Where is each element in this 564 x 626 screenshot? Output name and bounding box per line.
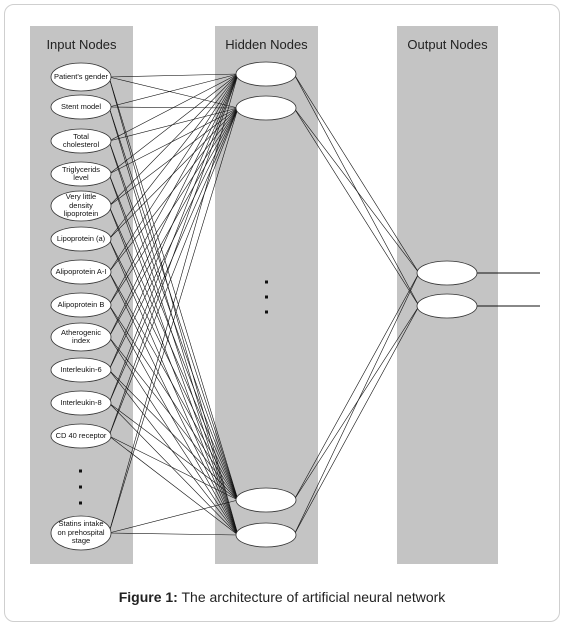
caption-text: The architecture of artificial neural ne… xyxy=(177,589,446,605)
edge-input-hidden xyxy=(108,238,239,501)
edge-hidden-output xyxy=(293,305,420,501)
edge-input-hidden xyxy=(108,173,239,501)
input-node xyxy=(50,259,112,285)
edge-input-hidden xyxy=(108,336,239,501)
edge-input-hidden xyxy=(108,73,239,306)
caption-label: Figure 1: xyxy=(118,589,178,605)
output-node xyxy=(416,260,478,286)
input-node xyxy=(50,423,112,449)
figure-caption: Figure 1: The architecture of artificial… xyxy=(0,589,564,605)
hidden-node xyxy=(235,522,297,548)
input-node xyxy=(50,226,112,252)
edge-hidden-output xyxy=(293,73,420,307)
edge-hidden-output xyxy=(293,305,420,536)
input-node xyxy=(50,322,112,352)
hidden-ellipsis-dot xyxy=(265,280,268,284)
edge-input-hidden xyxy=(108,73,239,273)
edge-input-hidden xyxy=(108,205,239,536)
input-node xyxy=(50,515,112,551)
input-ellipsis-dot xyxy=(79,485,82,489)
edge-input-hidden xyxy=(108,402,239,536)
hidden-node xyxy=(235,61,297,87)
edge-input-hidden xyxy=(108,76,239,109)
edge-input-hidden xyxy=(108,73,239,404)
edge-input-hidden xyxy=(108,107,239,207)
hidden-ellipsis-dot xyxy=(265,295,268,299)
edge-hidden-output xyxy=(293,73,420,274)
edge-input-hidden xyxy=(108,140,239,536)
edge-input-hidden xyxy=(108,435,239,501)
edge-hidden-output xyxy=(293,272,420,536)
hidden-node xyxy=(235,95,297,121)
edge-input-hidden xyxy=(108,402,239,501)
edge-input-hidden xyxy=(108,271,239,536)
edge-input-hidden xyxy=(108,173,239,536)
input-ellipsis-dot xyxy=(79,501,82,505)
edge-input-hidden xyxy=(108,73,239,338)
edge-input-hidden xyxy=(108,73,239,78)
edge-input-hidden xyxy=(108,304,239,501)
input-ellipsis-dot xyxy=(79,469,82,473)
edge-input-hidden xyxy=(108,435,239,536)
edge-input-hidden xyxy=(108,76,239,536)
edge-hidden-output xyxy=(293,272,420,501)
hidden-node xyxy=(235,487,297,513)
edge-input-hidden xyxy=(108,107,239,175)
edge-hidden-output xyxy=(293,107,420,274)
input-node xyxy=(50,190,112,222)
edge-hidden-output xyxy=(293,107,420,307)
edge-input-hidden xyxy=(108,73,239,437)
edge-input-hidden xyxy=(108,73,239,534)
edge-input-hidden xyxy=(108,107,239,437)
edge-input-hidden xyxy=(108,73,239,142)
edge-input-hidden xyxy=(108,369,239,501)
edge-input-hidden xyxy=(108,271,239,501)
input-node xyxy=(50,357,112,383)
input-node xyxy=(50,62,112,92)
ellipsis-dots xyxy=(79,280,268,505)
hidden-nodes-title: Hidden Nodes xyxy=(225,37,308,52)
hidden-ellipsis-dot xyxy=(265,310,268,314)
input-node xyxy=(50,94,112,120)
edge-input-hidden xyxy=(108,76,239,501)
output-node xyxy=(416,293,478,319)
edge-input-hidden xyxy=(108,73,239,108)
edge-input-hidden xyxy=(108,107,239,306)
edge-input-hidden xyxy=(108,73,239,240)
nodes xyxy=(50,61,478,551)
output-nodes-title: Output Nodes xyxy=(407,37,488,52)
input-node xyxy=(50,390,112,416)
edge-input-hidden xyxy=(108,532,239,536)
input-node xyxy=(50,161,112,187)
input-node xyxy=(50,292,112,318)
edge-input-hidden xyxy=(108,73,239,207)
edge-input-hidden xyxy=(108,336,239,536)
edge-input-hidden xyxy=(108,238,239,536)
edge-input-hidden xyxy=(108,499,239,534)
edge-input-hidden xyxy=(108,369,239,536)
input-node xyxy=(50,128,112,154)
connections xyxy=(108,73,540,536)
edge-input-hidden xyxy=(108,73,239,175)
edge-input-hidden xyxy=(108,73,239,371)
input-nodes-title: Input Nodes xyxy=(46,37,117,52)
edge-input-hidden xyxy=(108,205,239,501)
edge-input-hidden xyxy=(108,304,239,536)
edge-input-hidden xyxy=(108,107,239,142)
edge-input-hidden xyxy=(108,107,239,534)
